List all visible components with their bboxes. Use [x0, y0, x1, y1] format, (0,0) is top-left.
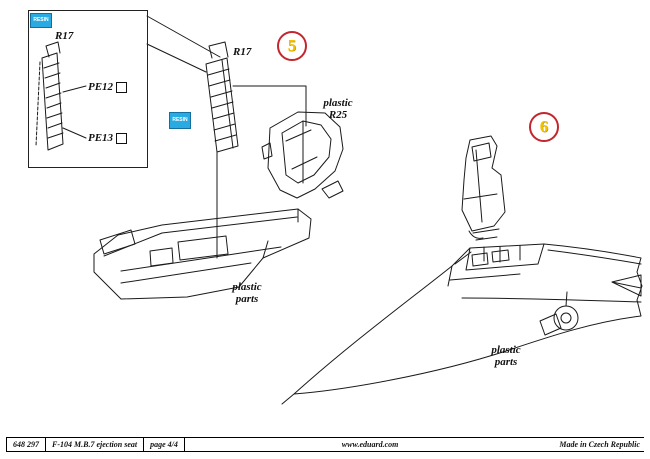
- resin-tag: RESIN: [30, 13, 52, 28]
- resin-tag: RESIN: [169, 112, 191, 129]
- part-label-r17: R17: [233, 46, 252, 58]
- pe13-callout: PE13: [88, 132, 128, 144]
- step-6-number: 6: [539, 117, 549, 136]
- label-plastic-parts-left-line2: parts: [235, 293, 259, 306]
- leader-lines: [216, 85, 307, 259]
- label-plastic-r25-line2: R25: [328, 109, 348, 122]
- magnification-lines: [146, 15, 221, 73]
- footer-bar: 648 297 F-104 M.B.7 ejection seat page 4…: [6, 437, 644, 452]
- label-plastic-parts-right-line1: plastic: [491, 344, 521, 356]
- cockpit-tub-drawing: [93, 208, 312, 300]
- footer-origin: Made in Czech Republic: [559, 440, 640, 449]
- pe12-part-icon: [116, 81, 128, 93]
- pe12-label: PE12: [88, 81, 114, 93]
- fuselage-drawing: [281, 243, 643, 405]
- pe13-part-icon: [116, 132, 128, 144]
- footer-page-number: page 4/4: [144, 438, 185, 451]
- rail-r17-drawing: [205, 41, 239, 153]
- footer-kit-title: F-104 M.B.7 ejection seat: [46, 438, 145, 451]
- step-6-badge: 6: [529, 112, 559, 142]
- footer-kit-number: 648 297: [6, 438, 46, 451]
- label-plastic-r25-line1: plastic: [323, 97, 353, 109]
- step-5-number: 5: [287, 36, 297, 55]
- ejection-seat-drawing: [461, 135, 506, 262]
- pe12-callout: PE12: [88, 81, 128, 93]
- inset-part-label-r17: R17: [55, 30, 74, 42]
- canopy-r25-drawing: [261, 111, 344, 199]
- label-plastic-parts-right-line2: parts: [494, 356, 518, 369]
- detail-inset-box: [28, 10, 148, 168]
- resin-tag-label: RESIN: [33, 16, 49, 23]
- label-plastic-parts-left: plastic parts: [218, 281, 276, 305]
- step-5-badge: 5: [277, 31, 307, 61]
- label-plastic-parts-right: plastic parts: [474, 344, 538, 368]
- resin-tag-label: RESIN: [172, 116, 188, 123]
- pe13-label: PE13: [88, 132, 114, 144]
- footer-website: www.eduard.com: [341, 440, 399, 449]
- label-plastic-r25: plastic R25: [312, 97, 364, 121]
- inset-rail-drawing: [35, 41, 87, 151]
- label-plastic-parts-left-line1: plastic: [232, 281, 262, 293]
